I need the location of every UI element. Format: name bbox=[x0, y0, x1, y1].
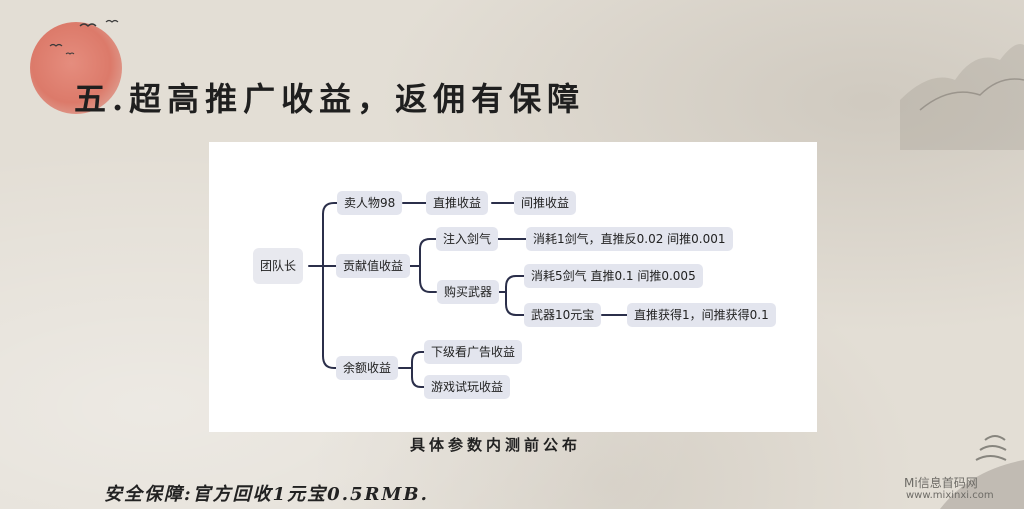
node-inject-sword-qi: 注入剑气 bbox=[436, 227, 499, 251]
watermark-name: Mi信息首码网 bbox=[904, 476, 978, 490]
node-contribution-income: 贡献值收益 bbox=[336, 254, 411, 278]
slide-title: 五.超高推广收益，返佣有保障 bbox=[74, 80, 586, 118]
red-sun-decoration bbox=[30, 22, 122, 114]
node-weapon-detail: 直推获得1，间推获得0.1 bbox=[627, 303, 776, 327]
node-inject-detail: 消耗1剑气，直推反0.02 间推0.001 bbox=[526, 227, 733, 251]
node-buy-weapon: 购买武器 bbox=[437, 280, 500, 304]
node-team-leader: 团队长 bbox=[253, 248, 304, 284]
node-ad-income: 下级看广告收益 bbox=[424, 340, 523, 364]
mindmap-connectors bbox=[308, 202, 628, 388]
ink-mountain-decoration bbox=[900, 44, 1024, 150]
node-buy-detail: 消耗5剑气 直推0.1 间推0.005 bbox=[524, 264, 703, 288]
pine-tree-decoration bbox=[940, 435, 1024, 509]
mindmap-panel: 团队长 卖人物98 直推收益 间推收益 贡献值收益 注入剑气 消耗1剑气，直推反… bbox=[209, 142, 817, 432]
watermark-url: www.mixinxi.com bbox=[906, 490, 994, 501]
node-sell-direct-income: 直推收益 bbox=[426, 191, 489, 215]
node-game-income: 游戏试玩收益 bbox=[424, 375, 511, 399]
node-sell-character: 卖人物98 bbox=[337, 191, 403, 215]
node-balance-income: 余额收益 bbox=[336, 356, 399, 380]
birds-decoration bbox=[49, 19, 119, 55]
node-weapon-value: 武器10元宝 bbox=[524, 303, 602, 327]
node-sell-indirect-income: 间推收益 bbox=[514, 191, 577, 215]
params-caption: 具体参数内测前公布 bbox=[410, 436, 582, 454]
safety-note: 安全保障:官方回收1元宝0.5RMB. bbox=[104, 484, 429, 505]
